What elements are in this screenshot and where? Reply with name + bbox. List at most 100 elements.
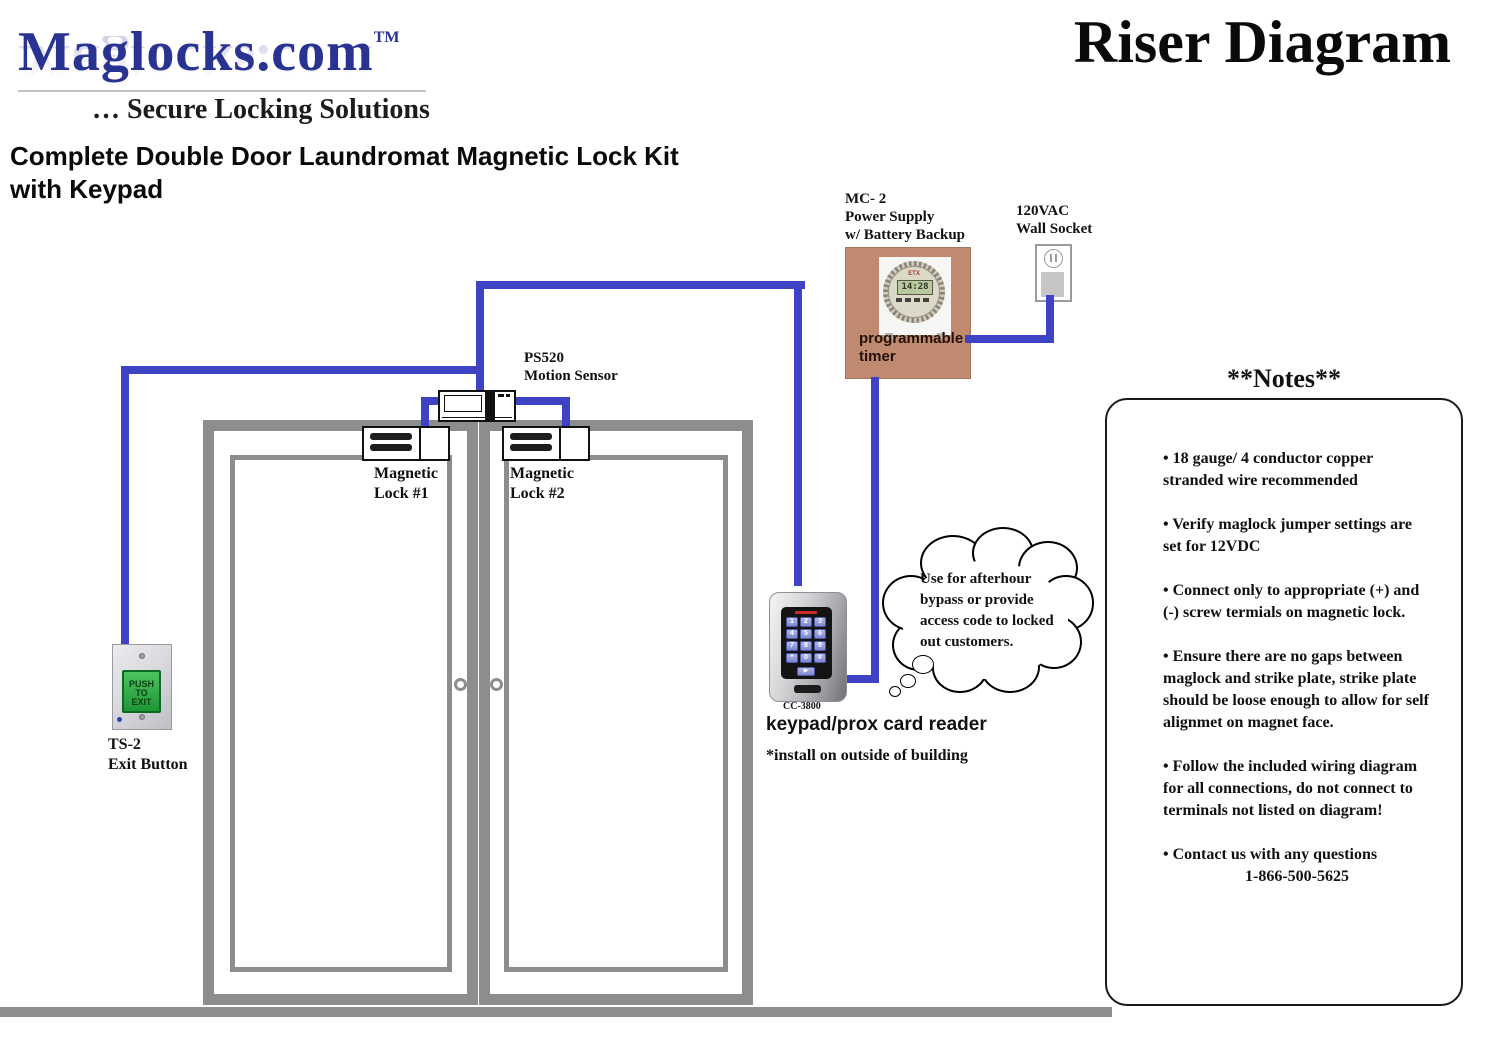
screw-icon xyxy=(139,714,145,720)
socket-slot xyxy=(1050,254,1052,262)
power-supply-label: MC- 2 Power Supply w/ Battery Backup xyxy=(845,191,965,243)
cloud-text: Use for afterhour bypass or provide acce… xyxy=(920,571,1054,650)
logo-divider xyxy=(18,90,426,92)
power-supply-box: ETX 14:28 programmable timer xyxy=(845,247,971,379)
trademark-symbol: TM xyxy=(373,29,400,46)
wire-sensor-to-lock2-v xyxy=(562,397,570,430)
keypad-slot xyxy=(794,685,821,693)
maglock-body xyxy=(504,428,561,459)
sensor-base-line xyxy=(442,416,512,418)
screw-icon xyxy=(139,653,145,659)
note-item: • Verify maglock jumper settings are set… xyxy=(1163,516,1412,555)
logo-reflection: Maglocks.com xyxy=(18,33,374,95)
wire-socket-vertical xyxy=(1046,295,1054,343)
keypad-title: keypad/prox card reader xyxy=(766,714,987,735)
door-right-knob xyxy=(490,678,503,691)
programmable-timer-label: programmable timer xyxy=(859,330,964,365)
magnetic-lock-1-label: Magnetic Lock #1 xyxy=(374,465,438,502)
door-right xyxy=(479,420,753,1005)
wire-exit-horizontal xyxy=(121,366,484,374)
wall-socket xyxy=(1035,244,1072,302)
timer-mount-tab xyxy=(937,333,945,339)
keypad-key: 8 xyxy=(800,641,812,651)
keypad-key: 6 xyxy=(814,629,826,639)
keypad-reader: 1 2 3 4 5 6 7 8 9 * 0 # ▶ xyxy=(769,592,847,702)
wire-keypad-right xyxy=(843,675,879,683)
timer-lcd-display: 14:28 xyxy=(897,280,933,295)
keypad-key: 3 xyxy=(814,617,826,627)
keypad-arrow-key: ▶ xyxy=(797,667,815,676)
door-left xyxy=(203,420,478,1005)
socket-outlet-icon xyxy=(1044,249,1063,268)
maglock-body xyxy=(364,428,421,459)
wire-psu-to-keypad-vertical xyxy=(871,377,879,681)
note-item: • Contact us with any questions xyxy=(1163,846,1378,863)
push-to-exit-button: PUSH TO EXIT xyxy=(122,670,161,713)
wall-socket-label: 120VAC Wall Socket xyxy=(1016,203,1093,237)
keypad-key: 2 xyxy=(800,617,812,627)
socket-plug xyxy=(1041,272,1064,297)
motion-sensor-label: PS520 Motion Sensor xyxy=(524,350,618,384)
wire-keypad-top-vertical xyxy=(794,281,802,586)
keypad-key: 9 xyxy=(814,641,826,651)
page-title: Riser Diagram xyxy=(1073,9,1452,75)
wire-sensor-vertical xyxy=(476,285,484,393)
wire-sensor-to-lock2-h xyxy=(510,397,570,405)
keypad-key: 4 xyxy=(786,629,798,639)
note-item: • Connect only to appropriate (+) and (-… xyxy=(1163,582,1420,621)
timer-mount-tab xyxy=(885,333,893,339)
exit-button-label: TS-2 Exit Button xyxy=(108,736,188,773)
keypad-key: # xyxy=(814,653,826,663)
notes-title: **Notes** xyxy=(1226,364,1342,393)
kit-subtitle: Complete Double Door Laundromat Magnetic… xyxy=(10,141,679,204)
magnetic-lock-1 xyxy=(362,426,450,461)
timer-face: ETX 14:28 xyxy=(888,266,940,318)
plate-logo-dot xyxy=(117,717,122,722)
timer-buttons xyxy=(896,298,932,302)
programmable-timer-photo: ETX 14:28 xyxy=(879,257,951,339)
notes-list: • 18 gauge/ 4 conductor copper stranded … xyxy=(1163,448,1431,910)
note-item: • 18 gauge/ 4 conductor copper stranded … xyxy=(1163,450,1373,489)
exit-button-plate: PUSH TO EXIT xyxy=(112,644,172,730)
thought-bubble xyxy=(900,674,916,688)
notes-panel: • 18 gauge/ 4 conductor copper stranded … xyxy=(1105,398,1463,1006)
note-item: • Follow the included wiring diagram for… xyxy=(1163,758,1418,819)
logo-tagline: … Secure Locking Solutions xyxy=(92,94,430,125)
logo-wordmark: Maglocks.com xyxy=(18,21,374,83)
sensor-lens xyxy=(444,395,482,412)
wire-socket-to-psu xyxy=(965,335,1054,343)
door-left-knob xyxy=(454,678,467,691)
maglocks-logo: Maglocks.comTM xyxy=(18,6,400,84)
sensor-center-block xyxy=(485,392,495,420)
keypad-key: 1 xyxy=(786,617,798,627)
thought-bubble xyxy=(889,686,901,697)
thought-cloud: Use for afterhour bypass or provide acce… xyxy=(880,523,1094,713)
thought-bubble xyxy=(912,655,934,674)
keypad-model-number: CC-3800 xyxy=(783,701,821,712)
magnetic-lock-2-label: Magnetic Lock #2 xyxy=(510,465,574,502)
keypad-led-indicator xyxy=(795,611,817,614)
wire-sensor-to-lock1-v xyxy=(421,397,429,430)
keypad-key: 0 xyxy=(800,653,812,663)
timer-dial: ETX 14:28 xyxy=(883,261,945,323)
contact-phone: 1-866-500-5625 xyxy=(1245,868,1349,885)
wire-sensor-to-lock1-h xyxy=(421,397,442,405)
door-left-panel xyxy=(230,455,452,972)
door-right-panel xyxy=(504,455,728,972)
keypad-install-note: *install on outside of building xyxy=(766,747,968,764)
keypad-keys: 1 2 3 4 5 6 7 8 9 * 0 # xyxy=(786,617,828,663)
keypad-key: 5 xyxy=(800,629,812,639)
keypad-panel: 1 2 3 4 5 6 7 8 9 * 0 # ▶ xyxy=(781,607,832,679)
timer-brand: ETX xyxy=(908,271,920,277)
wire-exit-vertical xyxy=(121,366,129,646)
sensor-mark xyxy=(506,394,510,397)
wire-top-run xyxy=(476,281,805,289)
magnetic-lock-2 xyxy=(502,426,590,461)
keypad-key: * xyxy=(786,653,798,663)
floor-line xyxy=(0,1007,1112,1017)
note-item: • Ensure there are no gaps between maglo… xyxy=(1163,648,1429,731)
socket-slot xyxy=(1055,254,1057,262)
motion-sensor xyxy=(438,390,516,422)
sensor-mark xyxy=(498,394,504,397)
